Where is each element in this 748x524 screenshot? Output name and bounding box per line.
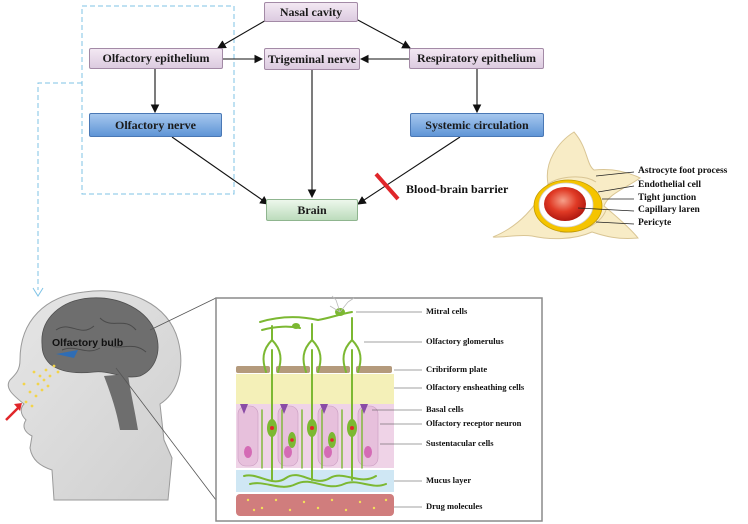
barrier-block-icon <box>374 172 400 201</box>
epithelium-panel <box>215 297 543 522</box>
cribriform-plates <box>236 366 392 373</box>
epi-label-ensheathing: Olfactory ensheathing cells <box>426 382 525 392</box>
bbb-label-capillary: Capillary laren <box>638 205 700 215</box>
epi-label-mucus: Mucus layer <box>426 475 472 485</box>
epi-label-receptor-neuron: Olfactory receptor neuron <box>426 418 522 428</box>
olfactory-epithelium-box: Olfactory epithelium <box>89 48 223 69</box>
neuron-nuclei <box>270 426 354 442</box>
epithelium-layers <box>236 366 394 516</box>
bbb-label-astrocyte: Astrocyte foot process <box>638 166 728 176</box>
flow-arrows <box>150 18 482 205</box>
epi-label-mitral: Mitral cells <box>426 306 468 316</box>
olfactory-neurons <box>243 311 387 488</box>
epi-label-basal: Basal cells <box>426 404 464 414</box>
bbb-label-tight-junction: Tight junction <box>638 193 697 203</box>
ensheathing-layer <box>236 374 394 404</box>
nasal-cavity-box: Nasal cavity <box>264 2 358 22</box>
blood-brain-barrier-label: Blood-brain barrier <box>406 182 509 196</box>
systemic-circulation-box: Systemic circulation <box>410 113 544 137</box>
basal-cells <box>240 404 368 414</box>
drug-molecules-dots <box>246 498 388 512</box>
drug-layer <box>236 494 394 516</box>
epithelium-leader-lines <box>356 311 422 508</box>
drug-particles-nose <box>22 364 60 408</box>
sustentacular-cells <box>237 405 379 467</box>
bbb-cross-section <box>492 131 641 240</box>
trigeminal-nerve-box: Trigeminal nerve <box>264 48 360 70</box>
bbb-label-pericyte: Pericyte <box>638 218 672 228</box>
olfactory-dashed-region <box>32 5 235 297</box>
epi-label-drug-molecules: Drug molecules <box>426 501 483 511</box>
mitral-dendrites <box>329 295 355 313</box>
respiratory-epithelium-box: Respiratory epithelium <box>409 48 544 69</box>
epi-label-cribriform: Cribriform plate <box>426 364 488 374</box>
olfactory-nerve-box: Olfactory nerve <box>89 113 222 137</box>
epi-label-glomerulus: Olfactory glomerulus <box>426 336 504 346</box>
brain-box: Brain <box>266 199 358 221</box>
head-illustration <box>5 290 217 501</box>
olfactory-bulb-label: Olfactory bulb <box>52 337 124 349</box>
bbb-leader-lines <box>577 171 635 225</box>
cell-nuclei <box>244 446 372 458</box>
bbb-label-endothelial: Endothelial cell <box>638 180 702 190</box>
epi-label-sustentacular: Sustentacular cells <box>426 438 494 448</box>
